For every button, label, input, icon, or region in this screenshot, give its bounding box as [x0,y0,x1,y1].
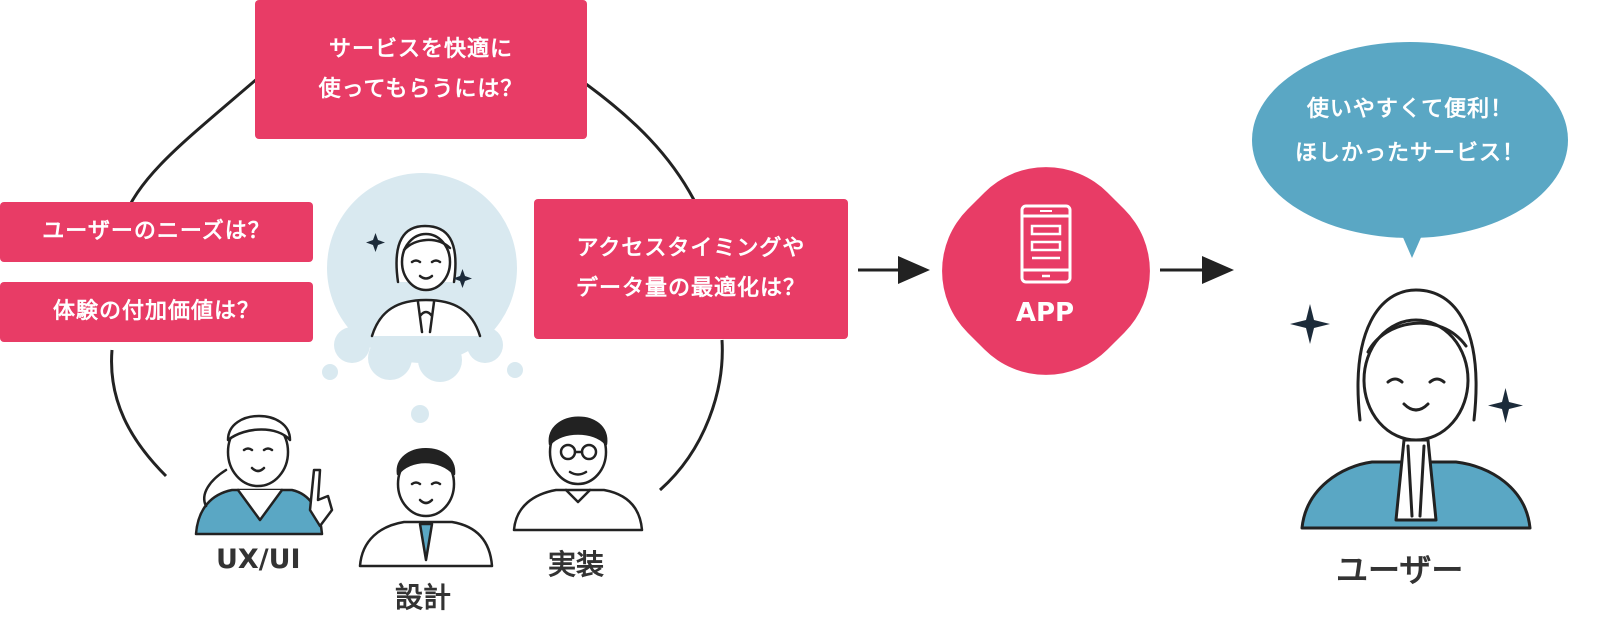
user-label: ユーザー [1336,551,1464,589]
speech-line-2: ほしかったサービス！ [1294,141,1525,166]
speech-bubble [1252,42,1568,238]
question-box-top: サービスを快適に 使ってもらうには？ [255,0,587,139]
system-designer-illustration [358,448,494,568]
sparkle-icon [1290,304,1523,423]
question-needs-text: ユーザーのニーズは？ [42,219,271,244]
arrow-right-icon [858,256,930,284]
team-label-uxui: UX/UI [216,544,301,575]
cycle-arc-left [110,76,259,478]
user-illustration [1300,288,1532,530]
arrow-right-icon [1160,256,1234,284]
smartphone-icon [1020,204,1072,284]
question-timing-line-2: データ量の最適化は？ [575,276,806,301]
question-box-needs: ユーザーのニーズは？ [0,202,313,262]
cycle-arc-right [585,82,724,492]
thinking-person-illustration [370,224,482,338]
question-box-value: 体験の付加価値は？ [0,282,313,342]
engineer-illustration [512,416,644,532]
question-value-text: 体験の付加価値は？ [52,299,260,324]
speech-bubble-tail [1398,226,1426,258]
question-top-line-2: 使ってもらうには？ [318,76,524,102]
question-box-timing: アクセスタイミングや データ量の最適化は？ [534,199,848,339]
team-label-implementation: 実装 [548,548,605,581]
team-label-design: 設計 [395,581,452,614]
app-label: APP [1015,298,1075,328]
question-timing-line-1: アクセスタイミングや [576,236,806,261]
uxui-designer-illustration [194,414,334,536]
speech-bubble-text: 使いやすくて便利！ ほしかったサービス！ [1252,88,1568,176]
speech-line-1: 使いやすくて便利！ [1306,97,1514,122]
question-top-line-1: サービスを快適に [328,36,513,62]
thought-bubble [322,173,523,423]
sparkle-icon [366,233,472,288]
